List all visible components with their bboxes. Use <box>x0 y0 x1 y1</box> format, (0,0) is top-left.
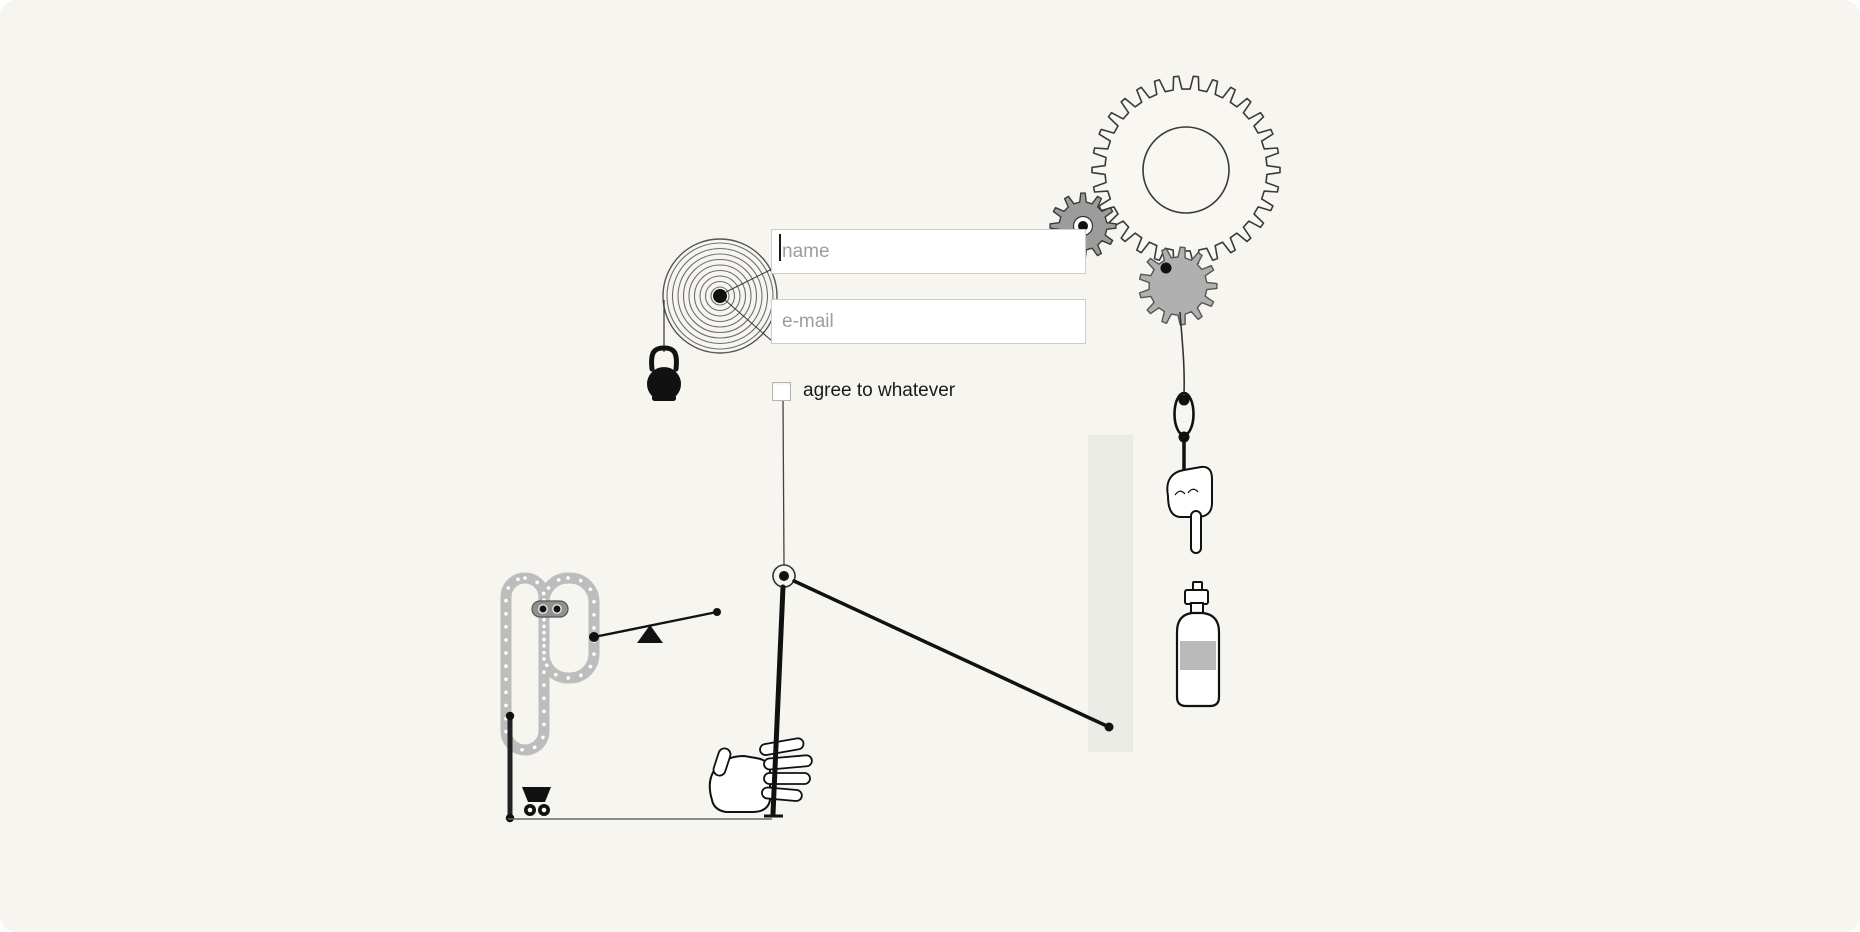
open-hand-icon <box>708 737 813 813</box>
agree-label: agree to whatever <box>803 380 956 401</box>
spray-bottle-icon <box>1175 581 1221 708</box>
spiral-pulley-icon <box>662 238 778 354</box>
conveyor-chain-icon <box>500 572 600 756</box>
large-gear-icon <box>1091 75 1281 265</box>
kettlebell-icon <box>647 345 681 401</box>
connecting-rod <box>505 711 515 823</box>
gray-track-bar <box>1088 435 1133 752</box>
mine-cart-icon <box>522 787 551 816</box>
gear-rope <box>1179 311 1185 395</box>
text-caret <box>779 234 781 261</box>
email-input[interactable] <box>771 299 1086 344</box>
checkbox-pull-rod <box>782 398 785 566</box>
chain-link-icon <box>1173 391 1195 472</box>
name-input[interactable] <box>771 229 1086 274</box>
agree-checkbox[interactable] <box>772 381 791 401</box>
seesaw-icon <box>589 608 721 643</box>
medium-gear-icon <box>1138 246 1218 326</box>
chain-cart-icon <box>531 600 569 618</box>
hand-pointing-down-icon <box>1166 465 1213 554</box>
pulley-pivot <box>772 564 796 588</box>
agree-row: agree to whatever <box>772 380 955 402</box>
lever-rod <box>764 579 1114 818</box>
